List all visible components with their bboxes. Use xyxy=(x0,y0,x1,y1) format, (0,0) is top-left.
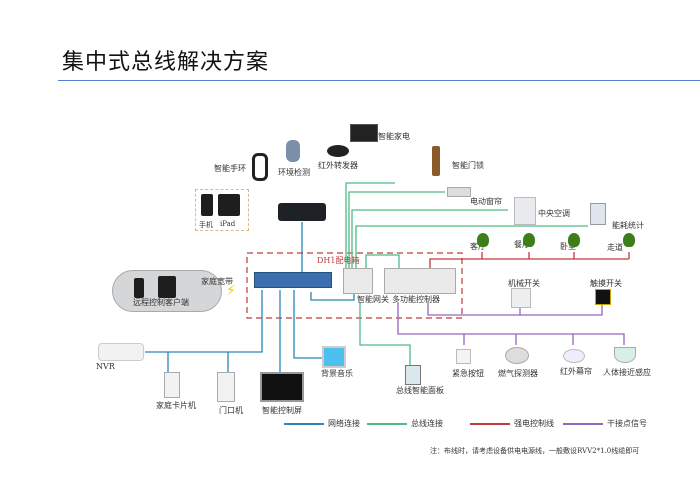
panic-button-label: 紧急按钮 xyxy=(452,369,484,378)
card-camera-icon xyxy=(164,372,180,398)
broadband-label: 家庭宽带 xyxy=(201,277,233,286)
legend-label: 强电控制线 xyxy=(514,419,554,428)
bus-panel-icon xyxy=(405,365,421,385)
page-title: 集中式总线解决方案 xyxy=(62,50,270,75)
curtain-motor-icon xyxy=(447,187,471,197)
nvr-label: NVR xyxy=(96,362,115,371)
remote-client-label: 远程控制客户端 xyxy=(133,298,189,307)
remote-ipad-icon xyxy=(158,276,176,298)
door-station-label: 门口机 xyxy=(219,406,243,415)
touch-switch-label: 触摸开关 xyxy=(590,279,622,288)
light-bulb-icon xyxy=(623,233,635,247)
legend-swatch xyxy=(563,422,603,425)
network-switch-icon xyxy=(254,272,332,288)
control-screen-icon xyxy=(260,372,304,402)
smart-band-icon xyxy=(252,153,268,181)
mobile-devices-group xyxy=(195,189,249,231)
legend-item-network: 网络连接 xyxy=(284,418,360,429)
wifi-router-icon xyxy=(278,203,326,221)
body-sensor-label: 人体接近感应 xyxy=(603,368,651,377)
curtain-label: 电动窗帘 xyxy=(470,197,502,206)
body-sensor-icon xyxy=(614,347,636,363)
env-monitor-label: 环境检测 xyxy=(278,168,310,177)
light-bulb-icon xyxy=(568,233,580,247)
smart-lock-label: 智能门锁 xyxy=(452,161,484,170)
wiring-note: 注：布线时，请考虑设备供电电源线，一般敷设RVV2*1.0线缆即可 xyxy=(430,447,640,455)
gas-detector-icon xyxy=(505,347,529,364)
central-ac-label: 中央空调 xyxy=(538,209,570,218)
ipad-label: iPad xyxy=(220,220,236,228)
touch-switch-icon xyxy=(595,289,611,305)
legend-item-power: 强电控制线 xyxy=(470,418,554,429)
door-station-icon xyxy=(217,372,235,402)
remote-phone-icon xyxy=(134,278,144,298)
bus-lines xyxy=(345,182,588,365)
network-lines xyxy=(145,222,355,372)
light-label-living: 客厅 xyxy=(470,242,486,251)
light-label-bedroom: 卧室 xyxy=(560,242,576,251)
bus-panel-label: 总线智能面板 xyxy=(396,386,444,395)
cloud-icon xyxy=(112,270,222,312)
title-divider xyxy=(58,80,700,81)
legend-item-bus: 总线连接 xyxy=(367,418,443,429)
light-label-hallway: 走道 xyxy=(607,243,623,252)
ir-repeater-icon xyxy=(327,145,349,157)
smart-appliance-label: 智能家电 xyxy=(378,132,410,141)
dry-contact-lines xyxy=(397,302,625,345)
legend-label: 干接点信号 xyxy=(607,419,647,428)
ipad-icon xyxy=(218,194,240,216)
legend-swatch xyxy=(367,422,407,425)
panic-button-icon xyxy=(456,349,471,364)
gateway-label: 智能网关 xyxy=(357,295,389,304)
card-camera-label: 家庭卡片机 xyxy=(156,401,196,410)
smart-tv-icon xyxy=(350,124,378,142)
gas-detector-label: 燃气探测器 xyxy=(498,369,538,378)
legend-item-dry-contact: 干接点信号 xyxy=(563,418,647,429)
smart-gateway-icon xyxy=(343,268,373,294)
light-bulb-icon xyxy=(523,233,535,247)
phone-label: 手机 xyxy=(199,221,213,229)
energy-meter-icon xyxy=(590,203,606,225)
bg-music-panel-icon xyxy=(322,346,346,368)
ir-curtain-sensor-icon xyxy=(563,349,585,363)
control-screen-label: 智能控制屏 xyxy=(262,406,302,415)
legend-label: 网络连接 xyxy=(328,419,360,428)
mech-switch-icon xyxy=(511,288,531,308)
multi-controller-icon xyxy=(384,268,456,294)
legend-swatch xyxy=(284,422,324,425)
mech-switch-label: 机械开关 xyxy=(508,279,540,288)
lightning-icon: ⚡ xyxy=(226,283,236,299)
env-monitor-icon xyxy=(286,140,300,162)
cabinet-label: DH1配电箱 xyxy=(317,256,360,265)
central-ac-icon xyxy=(514,197,536,225)
light-label-dining: 餐厅 xyxy=(514,240,530,249)
multi-controller-label: 多功能控制器 xyxy=(392,295,440,304)
smart-lock-icon xyxy=(432,146,440,176)
light-bulb-icon xyxy=(477,233,489,247)
ir-curtain-label: 红外幕帘 xyxy=(560,367,592,376)
nvr-icon xyxy=(98,343,144,361)
power-lines xyxy=(429,252,630,268)
legend-label: 总线连接 xyxy=(411,419,443,428)
bg-music-label: 背景音乐 xyxy=(321,369,353,378)
smart-band-label: 智能手环 xyxy=(214,164,246,173)
ir-repeater-label: 红外转发器 xyxy=(318,161,358,170)
legend-swatch xyxy=(470,422,510,425)
phone-icon xyxy=(201,194,213,216)
energy-meter-label: 能耗统计 xyxy=(612,221,644,230)
